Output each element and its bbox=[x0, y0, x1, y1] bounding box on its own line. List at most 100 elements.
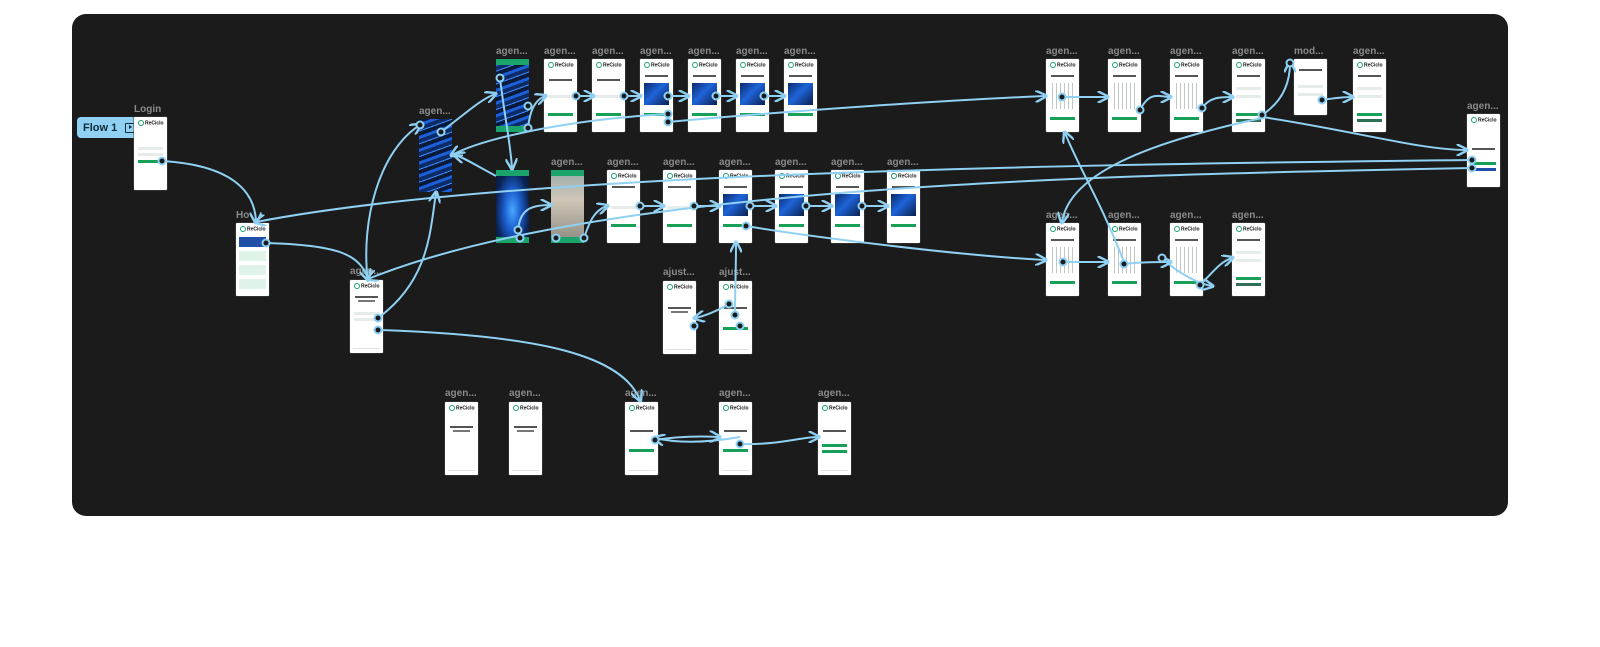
connector[interactable] bbox=[1065, 133, 1125, 263]
frame-agen-mid-8[interactable]: ReCiclo bbox=[887, 170, 920, 243]
frame-agen-r2-2[interactable]: ReCiclo bbox=[1108, 223, 1141, 296]
connector[interactable] bbox=[368, 167, 1473, 279]
connector[interactable] bbox=[161, 160, 256, 222]
frame-agen-top-4[interactable]: ReCiclo bbox=[640, 59, 673, 132]
connector-node[interactable] bbox=[515, 233, 525, 243]
connector[interactable] bbox=[739, 437, 818, 446]
connector-node[interactable] bbox=[523, 123, 533, 133]
frame-agen-r1-3[interactable]: ReCiclo bbox=[1170, 59, 1203, 132]
frame-label-agen-r2-4[interactable]: agen... bbox=[1232, 210, 1264, 221]
frame-label-agen-r1-6[interactable]: agen... bbox=[1353, 46, 1385, 57]
connector-node[interactable] bbox=[495, 73, 505, 83]
connector[interactable] bbox=[735, 243, 736, 316]
connector-node[interactable] bbox=[801, 201, 811, 211]
frame-agen-r1-6[interactable]: ReCiclo bbox=[1353, 59, 1386, 132]
connector[interactable] bbox=[695, 303, 730, 318]
connector-node[interactable] bbox=[1195, 280, 1205, 290]
frame-label-agen-mid-3[interactable]: agen... bbox=[607, 157, 639, 168]
connector-node[interactable] bbox=[1119, 259, 1129, 269]
connector-node[interactable] bbox=[551, 233, 561, 243]
frame-label-agen-r1-4[interactable]: agen... bbox=[1232, 46, 1264, 57]
connector-node[interactable] bbox=[689, 201, 699, 211]
frame-label-agen-top-3[interactable]: agen... bbox=[592, 46, 624, 57]
frame-agen-mid-2[interactable] bbox=[551, 170, 584, 243]
connector-node[interactable] bbox=[261, 238, 271, 248]
frame-agen-bot-1[interactable]: ReCiclo bbox=[445, 402, 478, 475]
frame-mod-r1[interactable] bbox=[1294, 59, 1327, 115]
connector[interactable] bbox=[265, 242, 368, 279]
connector-node[interactable] bbox=[711, 91, 721, 101]
frame-label-agen-mid-8[interactable]: agen... bbox=[887, 157, 919, 168]
frame-agen-r1-4[interactable]: ReCiclo bbox=[1232, 59, 1265, 132]
connector-node[interactable] bbox=[373, 325, 383, 335]
connector-node[interactable] bbox=[735, 321, 745, 331]
connector[interactable] bbox=[1261, 116, 1466, 150]
frame-label-agen-top-1[interactable]: agen... bbox=[496, 46, 528, 57]
connector[interactable] bbox=[1062, 117, 1263, 222]
frame-agen-top-1[interactable] bbox=[496, 59, 529, 132]
frame-label-agen-bot-4[interactable]: agen... bbox=[719, 388, 751, 399]
connector-node[interactable] bbox=[663, 109, 673, 119]
frame-login[interactable]: ReCiclo bbox=[134, 117, 167, 190]
connector[interactable] bbox=[583, 206, 607, 239]
flow-start-chip[interactable]: Flow 1 bbox=[77, 117, 143, 138]
frame-label-agen-final[interactable]: agen... bbox=[1467, 101, 1499, 112]
connector-node[interactable] bbox=[745, 201, 755, 211]
connector-node[interactable] bbox=[724, 299, 734, 309]
connector[interactable] bbox=[1161, 257, 1212, 286]
frame-label-agen-bot-1[interactable]: agen... bbox=[445, 388, 477, 399]
connector[interactable] bbox=[365, 125, 420, 283]
connector[interactable] bbox=[1201, 97, 1232, 109]
frame-label-agen-top-6[interactable]: agen... bbox=[736, 46, 768, 57]
connector-node[interactable] bbox=[1467, 163, 1477, 173]
frame-label-agen-top-4[interactable]: agen... bbox=[640, 46, 672, 57]
frame-agen-top-2[interactable]: ReCiclo bbox=[544, 59, 577, 132]
connector-node[interactable] bbox=[513, 225, 523, 235]
frame-label-mod-r1[interactable]: mod... bbox=[1294, 46, 1324, 57]
connector-node[interactable] bbox=[1285, 58, 1295, 68]
connector-node[interactable] bbox=[735, 439, 745, 449]
frame-label-agen-r1-2[interactable]: agen... bbox=[1108, 46, 1140, 57]
frame-label-agen-top-7[interactable]: agen... bbox=[784, 46, 816, 57]
frame-agen-r2-4[interactable]: ReCiclo bbox=[1232, 223, 1265, 296]
connector-node[interactable] bbox=[373, 313, 383, 323]
frame-agen-bot-5[interactable]: ReCiclo bbox=[818, 402, 851, 475]
frame-agen-mid-4[interactable]: ReCiclo bbox=[663, 170, 696, 243]
connector-node[interactable] bbox=[436, 127, 446, 137]
connector-node[interactable] bbox=[415, 120, 425, 130]
connector-node[interactable] bbox=[730, 310, 740, 320]
connector-node[interactable] bbox=[1257, 110, 1267, 120]
frame-agen-bot-2[interactable]: ReCiclo bbox=[509, 402, 542, 475]
connector-node[interactable] bbox=[1057, 92, 1067, 102]
connector[interactable] bbox=[1139, 96, 1170, 111]
connector-node[interactable] bbox=[1157, 253, 1167, 263]
connector[interactable] bbox=[667, 96, 1045, 123]
frame-label-agen-bot-5[interactable]: agen... bbox=[818, 388, 850, 399]
frame-label-home[interactable]: Ho bbox=[236, 210, 250, 221]
connector[interactable] bbox=[1321, 97, 1352, 100]
frame-label-agen-mid-4[interactable]: agen... bbox=[663, 157, 695, 168]
connector[interactable] bbox=[1199, 258, 1232, 286]
connector-node[interactable] bbox=[1317, 95, 1327, 105]
connector[interactable] bbox=[440, 94, 495, 133]
frame-label-agen-r2-2[interactable]: agen... bbox=[1108, 210, 1140, 221]
connector[interactable] bbox=[1261, 63, 1290, 116]
frame-home[interactable]: ReCiclo bbox=[236, 223, 269, 296]
connector[interactable] bbox=[256, 159, 1473, 222]
connector-node[interactable] bbox=[1058, 257, 1068, 267]
connector-node[interactable] bbox=[689, 321, 699, 331]
connector-node[interactable] bbox=[1467, 155, 1477, 165]
frame-label-agen-mid-2[interactable]: agen... bbox=[551, 157, 583, 168]
frame-label-agen-bot-2[interactable]: agen... bbox=[509, 388, 541, 399]
connector-node[interactable] bbox=[663, 91, 673, 101]
frame-label-agen-mid-7[interactable]: agen... bbox=[831, 157, 863, 168]
frame-label-agen-r1-3[interactable]: agen... bbox=[1170, 46, 1202, 57]
connector-node[interactable] bbox=[857, 201, 867, 211]
frame-agen-mid-5[interactable]: ReCiclo bbox=[719, 170, 752, 243]
connector[interactable] bbox=[745, 225, 1045, 260]
connector[interactable] bbox=[452, 113, 669, 155]
connector-node[interactable] bbox=[579, 233, 589, 243]
frame-ajust-1[interactable]: ReCiclo bbox=[663, 281, 696, 354]
connector[interactable] bbox=[527, 96, 545, 129]
connector[interactable] bbox=[517, 205, 550, 231]
